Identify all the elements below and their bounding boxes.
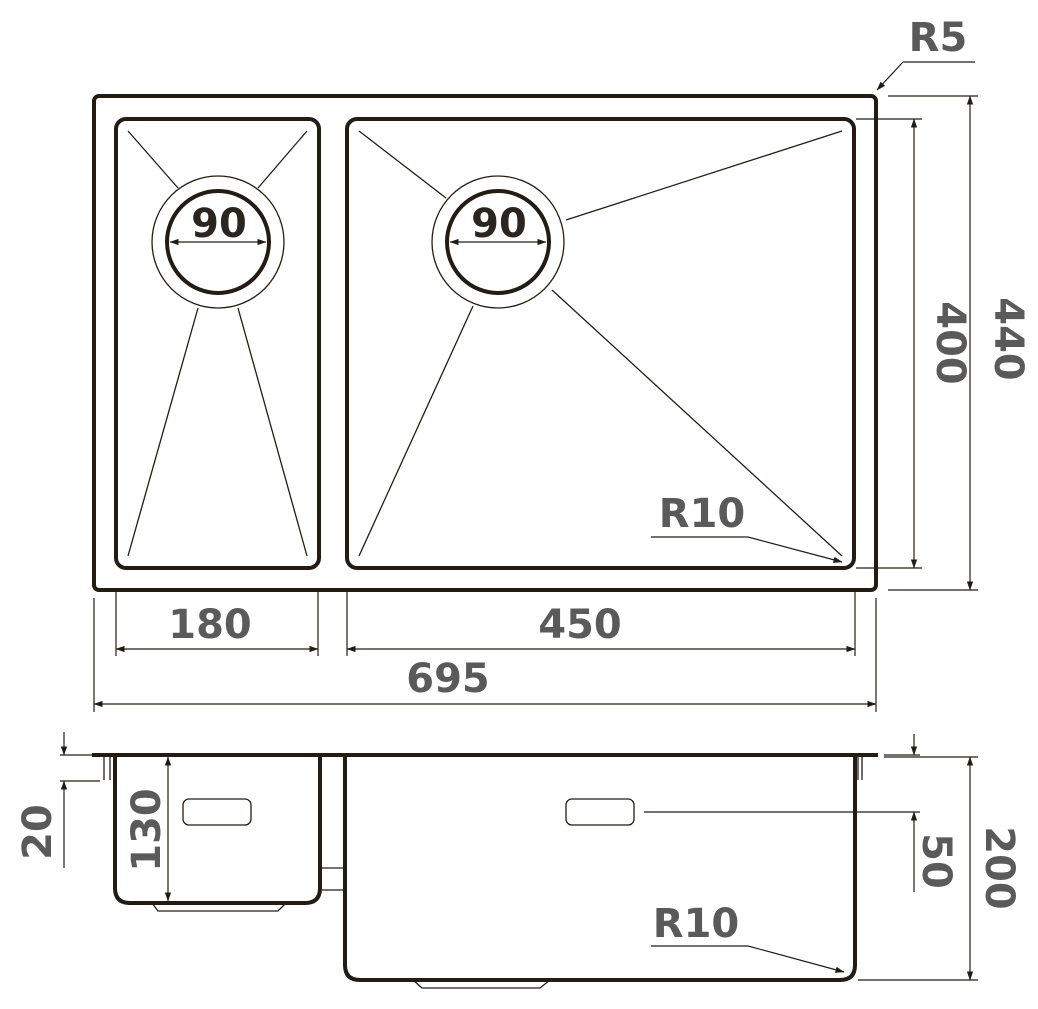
label-overflow-50: 50 — [913, 833, 959, 889]
label-depth-200: 200 — [976, 826, 1022, 910]
dimension-440 — [888, 95, 978, 591]
left-bowl-slope-lines — [127, 130, 308, 557]
left-drain — [151, 175, 285, 309]
label-rim-20: 20 — [15, 804, 61, 860]
left-bowl-outline — [114, 117, 321, 570]
dimension-labels: R5 90 90 400 440 R10 180 450 695 20 130 … — [15, 15, 1031, 947]
label-height-440: 440 — [985, 297, 1031, 381]
top-view — [92, 61, 978, 712]
dimension-20 — [60, 732, 100, 868]
dimension-180 — [115, 592, 319, 656]
label-depth-130: 130 — [124, 788, 170, 872]
left-bowl-section — [113, 757, 322, 905]
right-bowl-slope-lines — [358, 130, 843, 557]
r10-leader-top — [651, 536, 843, 563]
left-overflow-slot — [182, 798, 252, 826]
right-overflow-slot — [565, 798, 635, 826]
dimension-200 — [858, 756, 978, 981]
label-height-400: 400 — [927, 301, 973, 385]
label-r5: R5 — [909, 15, 968, 61]
dimension-695 — [93, 598, 877, 712]
sink-outer-outline — [92, 94, 878, 592]
label-width-180: 180 — [168, 602, 252, 648]
dimension-450 — [346, 592, 856, 656]
label-width-450: 450 — [538, 602, 622, 648]
side-section — [60, 732, 978, 989]
label-r10-top: R10 — [659, 491, 745, 537]
dimension-50 — [644, 734, 920, 892]
right-bowl-outline — [345, 117, 856, 570]
r5-leader — [876, 61, 975, 91]
label-drain-right: 90 — [471, 201, 527, 247]
right-drain — [431, 175, 565, 309]
label-r10-section: R10 — [653, 901, 739, 947]
label-width-695: 695 — [406, 656, 490, 702]
r10-leader-section — [651, 945, 845, 973]
label-drain-left: 90 — [191, 201, 247, 247]
dimension-400 — [856, 118, 922, 569]
right-bowl-section — [343, 757, 857, 982]
